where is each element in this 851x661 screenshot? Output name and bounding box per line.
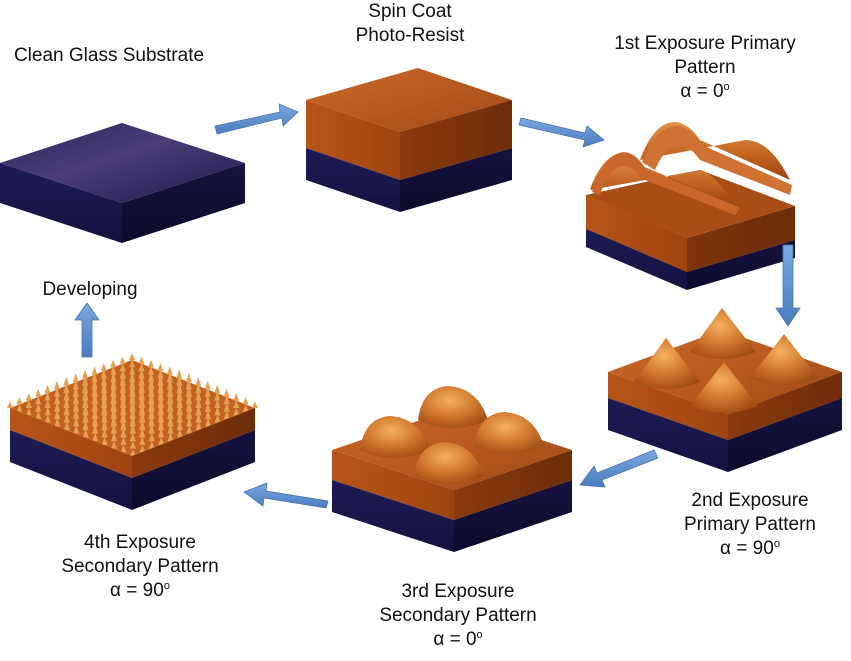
- label-exposure-3-alpha: α = 0o: [433, 629, 483, 650]
- label-exposure-4: 4th Exposure Secondary Pattern α = 90o: [40, 531, 240, 603]
- label-exposure-1-line-1: 1st Exposure Primary: [614, 33, 796, 54]
- substrate-block-exposure-4: [7, 353, 258, 510]
- label-spin-coat-line-1: Spin Coat: [368, 1, 452, 22]
- label-spin-coat: Spin Coat Photo-Resist: [320, 0, 500, 48]
- label-exposure-1-line-2: Pattern: [674, 57, 736, 78]
- label-exposure-1-alpha: α = 0o: [680, 81, 730, 102]
- label-exposure-2-line-1: 2nd Exposure: [691, 490, 809, 511]
- arrow-step-4: [579, 449, 659, 488]
- arrow-step-6: [74, 302, 100, 358]
- substrate-block-exposure-2: [608, 308, 842, 472]
- arrow-step-5: [243, 482, 329, 509]
- label-exposure-3: 3rd Exposure Secondary Pattern α = 0o: [358, 580, 558, 652]
- label-exposure-2-line-2: Primary Pattern: [684, 514, 816, 535]
- label-exposure-1: 1st Exposure Primary Pattern α = 0o: [600, 32, 810, 104]
- substrate-block-clean: [0, 123, 245, 243]
- arrow-step-2: [518, 117, 605, 148]
- label-developing: Developing: [30, 278, 150, 302]
- label-spin-coat-line-2: Photo-Resist: [355, 25, 465, 46]
- label-clean: Clean Glass Substrate: [0, 44, 218, 68]
- label-exposure-2-alpha: α = 90o: [720, 538, 780, 559]
- label-clean-line-1: Clean Glass Substrate: [13, 45, 205, 66]
- label-exposure-4-alpha: α = 90o: [110, 580, 170, 601]
- label-exposure-3-line-1: 3rd Exposure: [401, 581, 515, 602]
- label-developing-line-1: Developing: [42, 279, 138, 300]
- label-exposure-4-line-1: 4th Exposure: [84, 532, 196, 553]
- label-exposure-4-line-2: Secondary Pattern: [61, 556, 219, 577]
- arrow-step-1: [214, 103, 299, 135]
- label-exposure-3-line-2: Secondary Pattern: [379, 605, 537, 626]
- arrow-step-3: [775, 244, 801, 327]
- substrate-block-spin-coat: [306, 68, 512, 212]
- substrate-block-exposure-3: [332, 386, 572, 552]
- label-exposure-2: 2nd Exposure Primary Pattern α = 90o: [660, 489, 840, 561]
- substrate-block-exposure-1: [586, 121, 795, 290]
